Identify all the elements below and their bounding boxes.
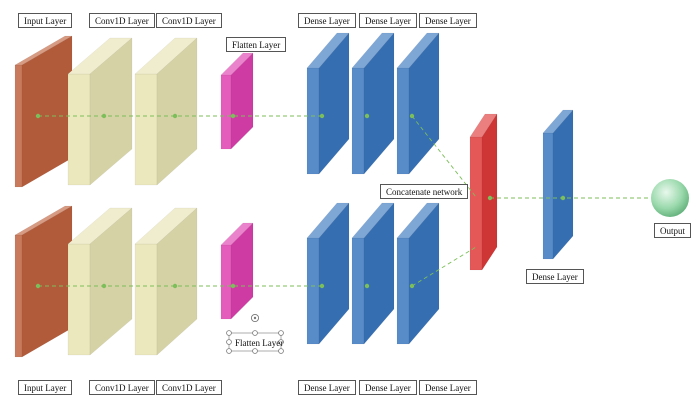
connector-dot-merge-0 <box>487 195 493 201</box>
conv1d-layer-2-top <box>134 37 198 186</box>
conv1d-layer-label-bottom-1: Conv1D Layer <box>89 380 155 395</box>
connector-dot-merge-1 <box>560 195 566 201</box>
dense-layer-1-top <box>306 32 350 175</box>
connector-dot-top-5 <box>364 113 370 119</box>
connector-to-concatenate-bottom <box>411 246 477 287</box>
connector-dot-bottom-4 <box>319 283 325 289</box>
conv1d-layer-2-bottom <box>134 207 198 356</box>
connector-dot-top-2 <box>172 113 178 119</box>
input-layer-label-bottom: Input Layer <box>18 380 73 395</box>
connector-dot-top-1 <box>101 113 107 119</box>
dense-layer-2-top <box>351 32 395 175</box>
input-layer-bottom <box>14 205 73 358</box>
input-layer-top <box>14 35 73 188</box>
dense-layer-label-top-3: Dense Layer <box>419 13 477 28</box>
dense-layer-label-final: Dense Layer <box>526 269 584 284</box>
conv1d-layer-label-bottom-2: Conv1D Layer <box>156 380 222 395</box>
dense-layer-label-bottom-2: Dense Layer <box>359 380 417 395</box>
dense-layer-label-top-2: Dense Layer <box>359 13 417 28</box>
rotate-handle-icon[interactable] <box>250 313 260 323</box>
dense-layer-label-bottom-1: Dense Layer <box>298 380 356 395</box>
dense-layer-2-bottom <box>351 202 395 345</box>
connector-dot-bottom-5 <box>364 283 370 289</box>
dense-layer-3-top <box>396 32 440 175</box>
dense-layer-label-bottom-3: Dense Layer <box>419 380 477 395</box>
connector-dot-top-3 <box>230 113 236 119</box>
conv1d-layer-1-top <box>67 37 133 186</box>
flatten-layer-label-top: Flatten Layer <box>226 37 287 52</box>
flatten-layer-bottom <box>220 222 254 320</box>
dense-layer-1-bottom <box>306 202 350 345</box>
output-node <box>651 179 689 217</box>
connector-dot-top-0 <box>35 113 41 119</box>
flatten-label-selection-handles <box>226 313 284 354</box>
conv1d-layer-label-top-1: Conv1D Layer <box>89 13 155 28</box>
concatenate-network-label: Concatenate network <box>380 184 469 199</box>
connector-dot-bottom-1 <box>101 283 107 289</box>
connector-dot-bottom-3 <box>230 283 236 289</box>
connector-to-concatenate-top <box>411 115 477 198</box>
flatten-layer-label-bottom[interactable]: Flatten Layer <box>235 338 284 348</box>
conv1d-layer-1-bottom <box>67 207 133 356</box>
conv1d-layer-label-top-2: Conv1D Layer <box>156 13 222 28</box>
connector-dot-bottom-0 <box>35 283 41 289</box>
dense-layer-3-bottom <box>396 202 440 345</box>
dense-layer-final <box>542 109 574 260</box>
connector-dot-bottom-2 <box>172 283 178 289</box>
dense-layer-label-top-1: Dense Layer <box>298 13 356 28</box>
concatenate-layer <box>469 113 498 271</box>
input-layer-label-top: Input Layer <box>18 13 73 28</box>
connector-dot-top-4 <box>319 113 325 119</box>
flatten-layer-top <box>220 52 254 150</box>
output-label: Output <box>654 223 692 238</box>
